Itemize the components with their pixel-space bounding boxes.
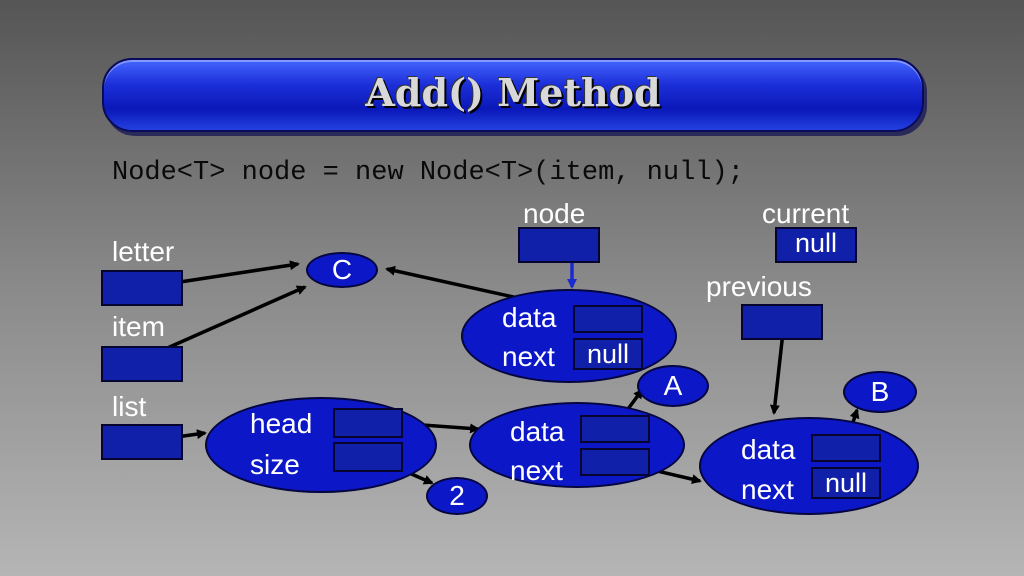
list-box (101, 424, 183, 460)
value-c-node: C (306, 252, 378, 288)
code-line: Node<T> node = new Node<T>(item, null); (112, 158, 744, 188)
node-a-next-label: next (510, 455, 563, 486)
item-label: item (112, 311, 165, 342)
node-a-data-box (580, 415, 650, 443)
previous-label: previous (706, 271, 812, 302)
new-node-next-label: next (502, 341, 555, 372)
arrow-item-to-c (146, 285, 307, 359)
node-b-next-box: null (811, 467, 881, 499)
new-node-data-box (573, 305, 643, 333)
size-value-node: 2 (426, 477, 488, 515)
value-b-node: B (843, 371, 917, 413)
size-field-label: size (250, 449, 300, 480)
node-b-next-label: next (741, 474, 794, 505)
node-a-next-box (580, 448, 650, 476)
node-label: node (523, 198, 586, 229)
head-field-box (333, 408, 403, 438)
title-banner: Add() Method (102, 58, 924, 132)
value-a-node: A (637, 365, 709, 407)
head-field-label: head (250, 408, 313, 439)
list-label: list (112, 391, 147, 422)
previous-box (741, 304, 823, 340)
new-node (461, 289, 677, 383)
current-box: null (775, 227, 857, 263)
node-b (699, 417, 919, 515)
new-node-data-label: data (502, 302, 557, 333)
item-box (101, 346, 183, 382)
new-node-next-box: null (573, 338, 643, 370)
letter-label: letter (112, 236, 175, 267)
current-label: current (762, 198, 850, 229)
node-b-data-box (811, 434, 881, 462)
node-a (469, 402, 685, 488)
letter-box (101, 270, 183, 306)
slide-title: Add() Method (365, 70, 661, 115)
node-a-data-label: data (510, 416, 565, 447)
size-field-box (333, 442, 403, 472)
node-var-box (518, 227, 600, 263)
node-b-data-label: data (741, 434, 796, 465)
